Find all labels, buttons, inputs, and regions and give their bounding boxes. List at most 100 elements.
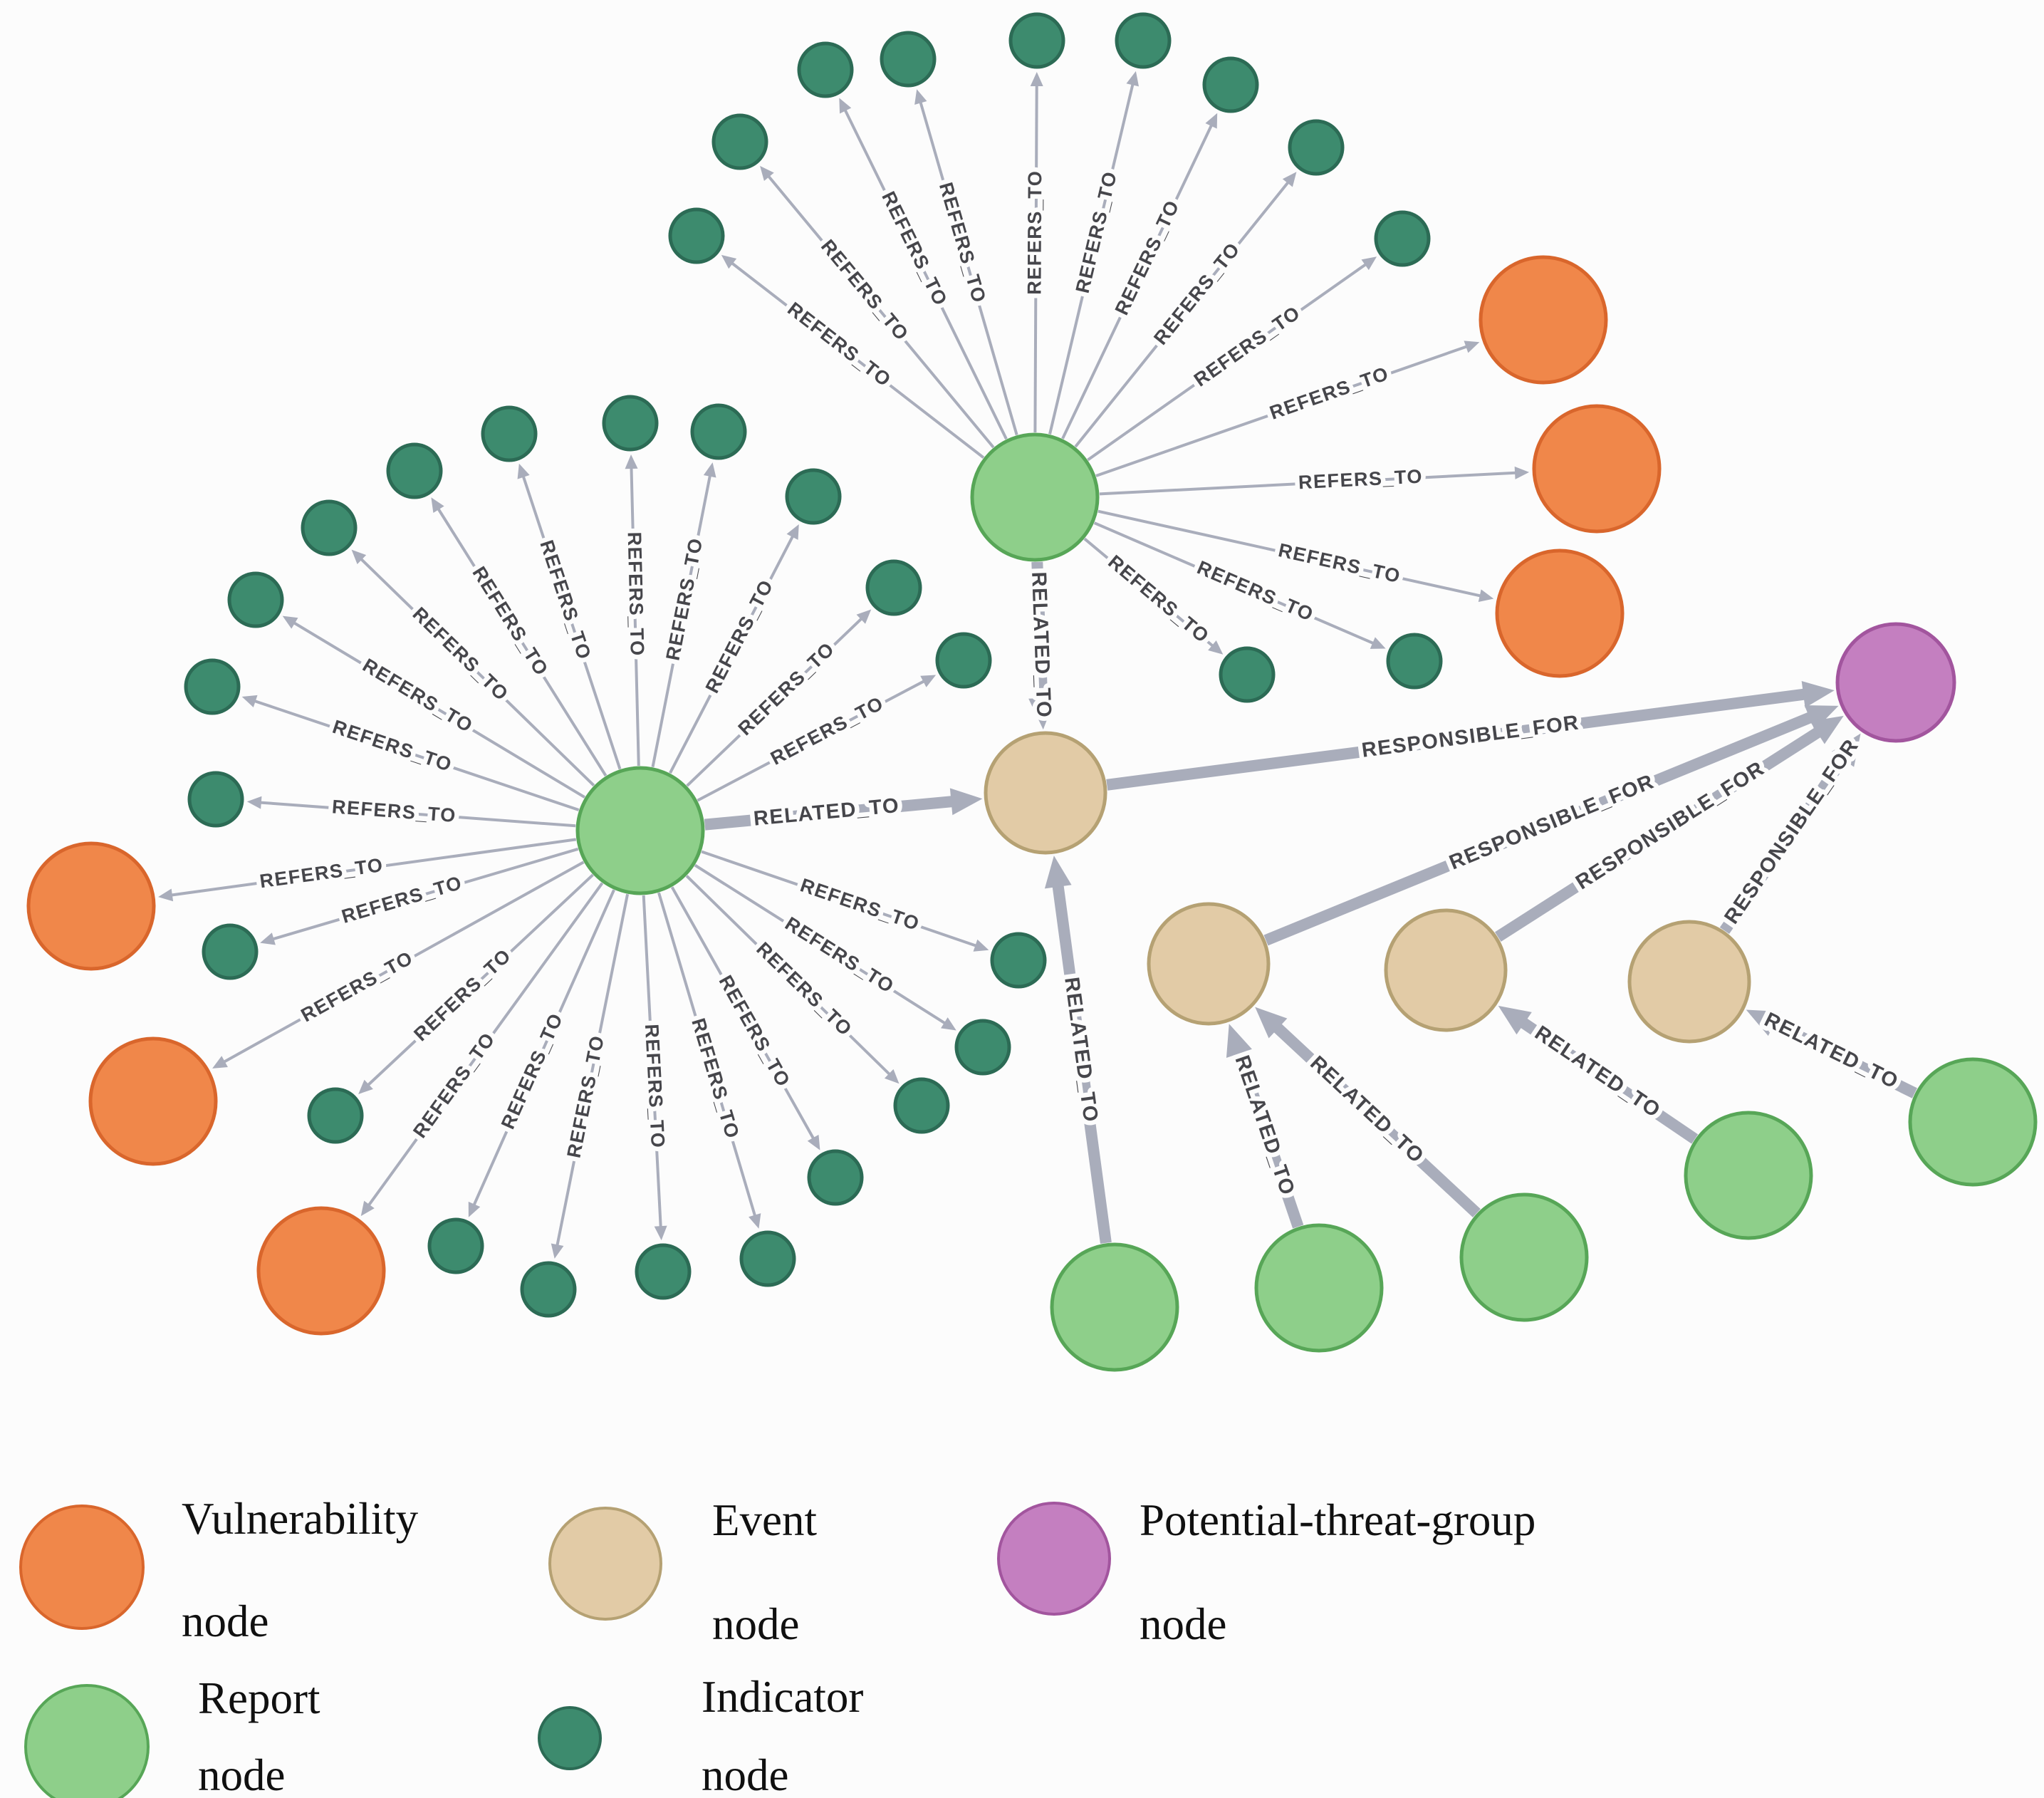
edge-label[interactable]: REFERS_TO	[405, 1024, 504, 1146]
edge-line[interactable]	[246, 796, 576, 828]
node-indicator[interactable]	[797, 41, 854, 98]
node-indicator[interactable]	[1008, 12, 1065, 69]
edge-label[interactable]: RELATED_TO	[1756, 1004, 1907, 1098]
edge-label[interactable]: RELATED_TO	[1526, 1017, 1669, 1127]
edge-line[interactable]	[468, 889, 615, 1217]
edge-line[interactable]	[1095, 341, 1480, 477]
node-report[interactable]	[1684, 1111, 1813, 1240]
edge-line[interactable]	[241, 695, 580, 811]
edge-refers-to[interactable]	[669, 524, 799, 774]
node-indicator[interactable]	[1288, 119, 1345, 176]
node-indicator[interactable]	[184, 658, 241, 715]
node-indicator[interactable]	[1202, 56, 1259, 113]
edge-line[interactable]	[1746, 1009, 1917, 1098]
node-vulnerability[interactable]	[1495, 549, 1625, 678]
edge-related-to[interactable]	[1028, 561, 1056, 730]
node-indicator[interactable]	[307, 1087, 364, 1144]
node-indicator[interactable]	[668, 207, 725, 264]
node-report[interactable]	[1459, 1192, 1589, 1322]
edge-line[interactable]	[1030, 72, 1043, 433]
edge-label[interactable]: RELATED_TO	[1226, 1048, 1304, 1203]
edge-line[interactable]	[351, 549, 595, 787]
node-indicator[interactable]	[711, 113, 768, 170]
node-indicator[interactable]	[1386, 633, 1443, 690]
edge-related-to[interactable]	[1226, 1024, 1304, 1229]
node-event[interactable]	[984, 731, 1107, 855]
edge-line[interactable]	[657, 892, 761, 1229]
edge-label[interactable]: REFERS_TO	[697, 571, 782, 701]
edge-line[interactable]	[1494, 715, 1844, 942]
edge-label[interactable]: REFERS_TO	[1185, 297, 1308, 395]
node-threat[interactable]	[1835, 622, 1956, 743]
node-indicator[interactable]	[202, 923, 259, 980]
edge-label[interactable]: REFERS_TO	[793, 870, 927, 940]
edge-label[interactable]: REFERS_TO	[335, 867, 469, 932]
node-vulnerability[interactable]	[1532, 404, 1662, 534]
edge-responsible-for[interactable]	[1494, 715, 1844, 942]
edge-label[interactable]: REFERS_TO	[327, 791, 462, 831]
node-indicator[interactable]	[227, 571, 284, 628]
edge-line[interactable]	[1074, 172, 1297, 448]
edge-refers-to[interactable]	[642, 895, 667, 1241]
edge-refers-to[interactable]	[517, 463, 622, 770]
edge-line[interactable]	[670, 886, 820, 1150]
node-indicator[interactable]	[739, 1230, 796, 1287]
edge-line[interactable]	[669, 524, 799, 774]
edge-line[interactable]	[694, 863, 956, 1031]
edge-line[interactable]	[517, 463, 622, 770]
edge-refers-to[interactable]	[625, 454, 640, 767]
node-event[interactable]	[1147, 902, 1271, 1026]
edge-refers-to[interactable]	[697, 675, 937, 802]
node-report[interactable]	[575, 766, 705, 895]
edge-refers-to[interactable]	[1093, 521, 1386, 649]
edge-label[interactable]: REFERS_TO	[1067, 165, 1125, 300]
edge-label[interactable]: RESPONSIBLE_FOR	[1356, 707, 1585, 767]
edge-refers-to[interactable]	[1048, 71, 1140, 435]
edge-refers-to[interactable]	[282, 615, 586, 799]
edge-refers-to[interactable]	[1095, 341, 1480, 477]
edge-related-to[interactable]	[1746, 1009, 1917, 1098]
edge-line[interactable]	[642, 895, 667, 1241]
edge-refers-to[interactable]	[241, 695, 580, 811]
edge-refers-to[interactable]	[158, 838, 577, 902]
edge-line[interactable]	[1083, 537, 1224, 655]
edge-line[interactable]	[625, 454, 640, 767]
edge-responsible-for[interactable]	[1106, 680, 1835, 791]
node-indicator[interactable]	[520, 1261, 577, 1318]
node-indicator[interactable]	[386, 442, 443, 499]
edge-label[interactable]: RELATED_TO	[748, 789, 905, 835]
edge-label[interactable]: REFERS_TO	[254, 849, 389, 896]
edge-line[interactable]	[914, 89, 1018, 436]
edge-line[interactable]	[701, 850, 989, 952]
edge-line[interactable]	[1048, 71, 1140, 435]
edge-line[interactable]	[1093, 521, 1386, 649]
edge-responsible-for[interactable]	[1263, 705, 1839, 946]
edge-label[interactable]: REFERS_TO	[657, 531, 711, 667]
edge-label[interactable]: REFERS_TO	[683, 1011, 749, 1145]
node-vulnerability[interactable]	[26, 841, 156, 971]
node-vulnerability[interactable]	[88, 1036, 218, 1166]
node-report[interactable]	[1254, 1223, 1384, 1353]
edge-refers-to[interactable]	[351, 549, 595, 787]
edge-line[interactable]	[360, 882, 604, 1217]
edge-line[interactable]	[212, 861, 585, 1069]
edge-line[interactable]	[651, 462, 716, 768]
edge-refers-to[interactable]	[1097, 509, 1494, 602]
edge-line[interactable]	[1061, 113, 1218, 440]
edge-label[interactable]: REFERS_TO	[636, 1019, 673, 1153]
edge-refers-to[interactable]	[1074, 172, 1297, 448]
edge-label[interactable]: REFERS_TO	[531, 533, 600, 667]
edge-responsible-for[interactable]	[1719, 733, 1861, 934]
node-indicator[interactable]	[1374, 210, 1431, 267]
edge-label[interactable]: RELATED_TO	[1301, 1047, 1433, 1173]
edge-refers-to[interactable]	[1030, 72, 1043, 433]
node-indicator[interactable]	[1115, 12, 1172, 69]
edge-refers-to[interactable]	[914, 89, 1018, 436]
edge-refers-to[interactable]	[760, 165, 995, 449]
edge-line[interactable]	[1106, 680, 1835, 791]
edge-line[interactable]	[1087, 256, 1377, 462]
edge-label[interactable]: REFERS_TO	[405, 940, 520, 1050]
node-event[interactable]	[1627, 920, 1751, 1044]
node-indicator[interactable]	[690, 403, 747, 460]
node-indicator[interactable]	[880, 31, 937, 88]
